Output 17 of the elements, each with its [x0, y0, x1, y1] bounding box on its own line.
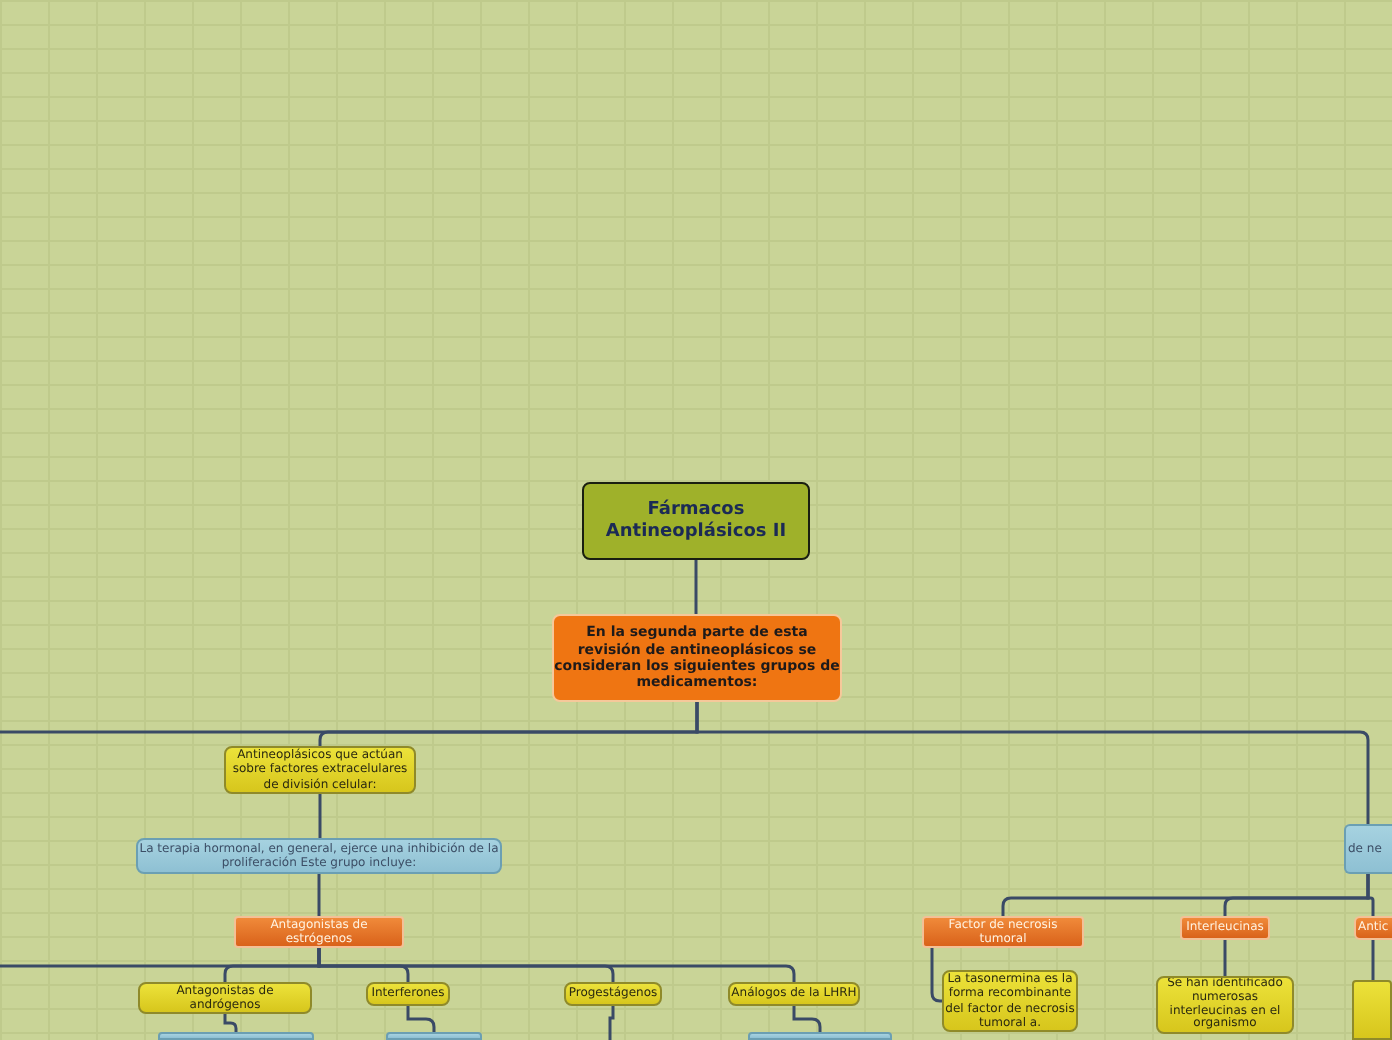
- connector-line: [608, 1006, 615, 1040]
- connector-line: [792, 1006, 822, 1032]
- connector-line: [1366, 874, 1375, 916]
- note-box: [386, 1032, 482, 1040]
- connector-line: [0, 702, 699, 734]
- subtopic-box: [1352, 980, 1392, 1040]
- connector-line: [0, 948, 321, 968]
- note-box: [748, 1032, 892, 1040]
- connector-line: [223, 1014, 238, 1032]
- connector-line: [406, 1006, 436, 1032]
- connector-line: [317, 874, 321, 916]
- connector-line: [1371, 940, 1375, 980]
- note-box: [158, 1032, 314, 1040]
- connector-line: [318, 794, 322, 838]
- connector-line: [1223, 940, 1227, 976]
- title-box: Fármacos Antineoplásicos II: [582, 482, 810, 560]
- connector-line: [694, 560, 698, 614]
